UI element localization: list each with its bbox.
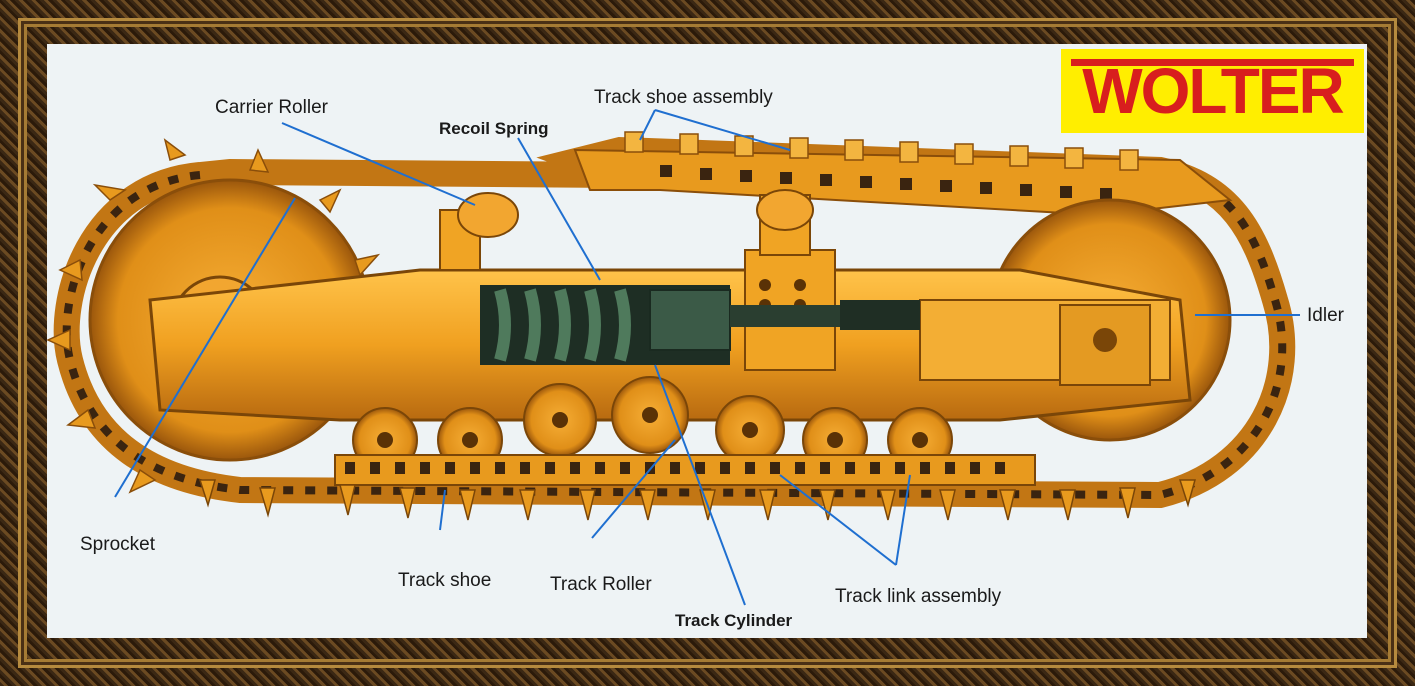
logo-bar: [1071, 59, 1354, 66]
label-sprocket: Sprocket: [80, 534, 155, 555]
label-track-shoe: Track shoe: [398, 570, 492, 591]
leader-lines: [114, 109, 1300, 606]
carrier-roller: [457, 192, 519, 238]
label-track-cylinder: Track Cylinder: [675, 611, 793, 630]
label-carrier-roller: Carrier Roller: [215, 97, 328, 118]
label-track-link-assembly: Track link assembly: [835, 586, 1002, 607]
label-recoil-spring: Recoil Spring: [439, 119, 549, 138]
label-track-roller: Track Roller: [550, 574, 652, 595]
wolter-logo: WOLTER: [1061, 49, 1364, 133]
label-idler: Idler: [1307, 305, 1344, 326]
recoil-spring: [494, 288, 631, 362]
label-track-shoe-assembly: Track shoe assembly: [594, 87, 773, 108]
frame-border: [18, 18, 1397, 668]
logo-text: WOLTER: [1082, 55, 1345, 127]
